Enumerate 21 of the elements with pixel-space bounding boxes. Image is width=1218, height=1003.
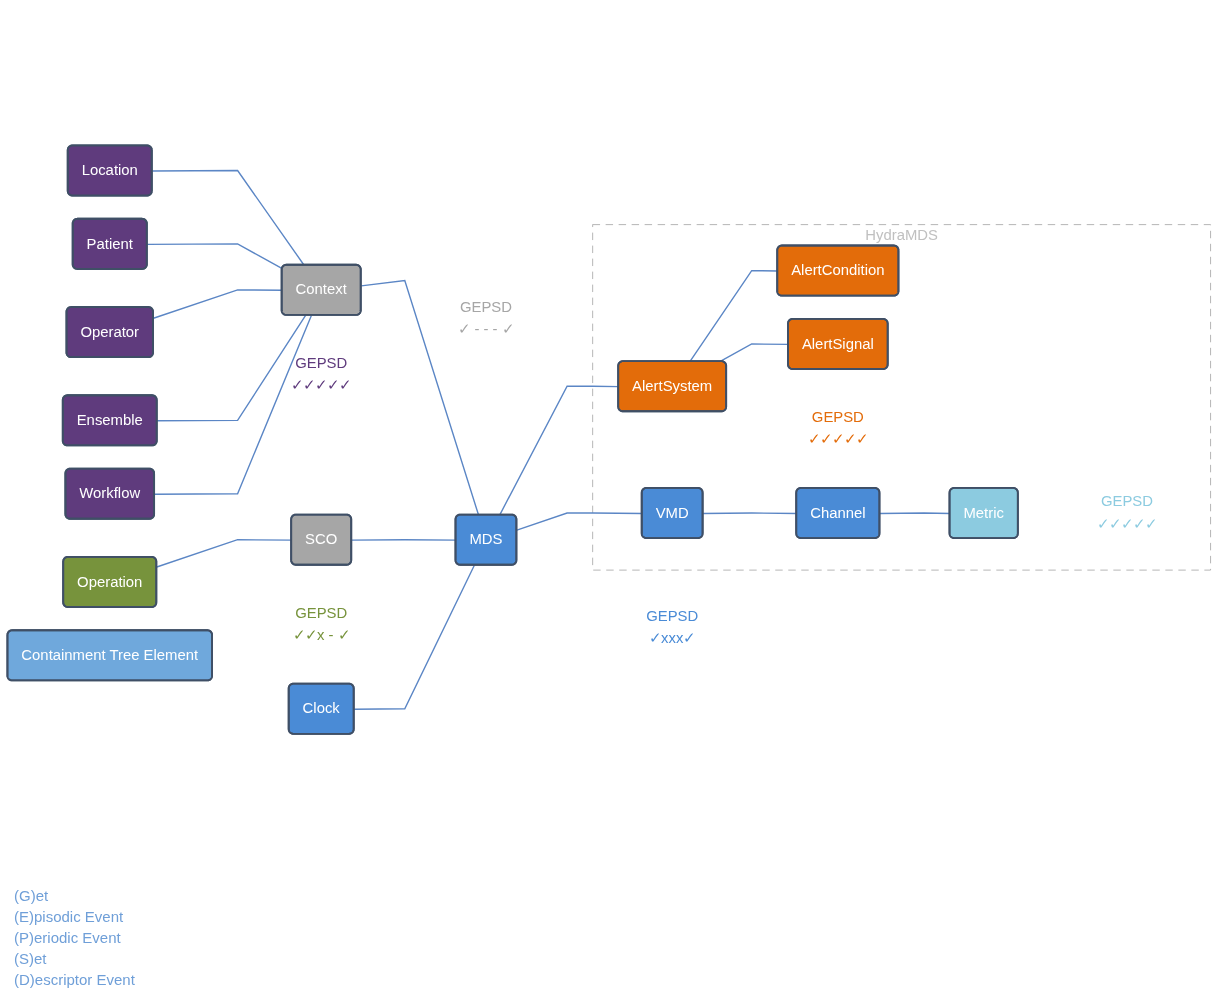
node-label: GEPSD: [459, 299, 512, 316]
node-label: GEPSD: [295, 605, 348, 621]
node-label: ✓✓✓✓✓: [1096, 516, 1158, 532]
connector: [353, 564, 476, 711]
node-label: ✓ - - - ✓: [458, 321, 514, 338]
node-label: ✓xxx✓: [648, 630, 696, 647]
legend-text: (D)escriptor Event: [14, 970, 135, 990]
legend-text: (G)et: [14, 886, 50, 906]
node-label: GEPSD: [646, 608, 699, 624]
node-label: GEPSD: [1100, 493, 1153, 510]
node-label: GEPSD: [811, 409, 864, 426]
node-label: ✓✓✓✓✓: [291, 377, 352, 394]
legend-text: (S)et: [14, 949, 48, 969]
connector: [146, 243, 283, 270]
node-label: GEPSD: [295, 355, 348, 372]
legend-text: (E)pisodic Event: [14, 907, 125, 927]
node-label: ✓✓x - ✓: [292, 627, 350, 644]
legend-text: (P)eriodic Event: [14, 928, 122, 948]
node-label: ✓✓✓✓✓: [807, 431, 869, 448]
connector: [156, 315, 307, 422]
connector: [151, 170, 305, 267]
